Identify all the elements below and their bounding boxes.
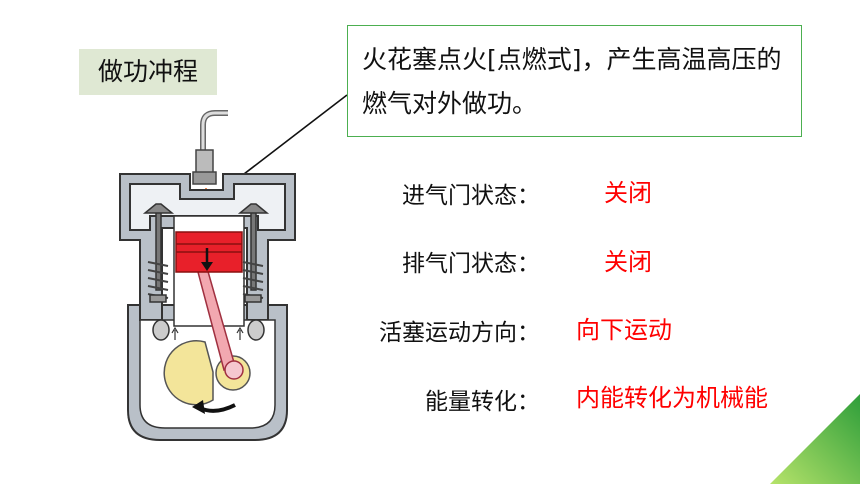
callout-box: 火花塞点火[点燃式]，产生高温高压的燃气对外做功。 [347,25,802,137]
row-label-intake: 进气门状态： [402,183,540,209]
row-value-exhaust: 关闭 [604,248,652,276]
arrow-down-icon [201,248,213,271]
row-label-piston-direction: 活塞运动方向： [379,320,540,346]
row-label-energy-conversion: 能量转化： [425,389,540,415]
row-value-intake: 关闭 [604,179,652,207]
row-value-piston-direction: 向下运动 [576,316,672,344]
cam-gear [163,340,214,406]
exhaust-valve [237,203,270,341]
rotation-arrow-icon [171,326,179,340]
spark-plug-icon [192,110,228,185]
row-value-energy-conversion: 内能转化为机械能 [576,384,768,412]
stroke-title: 做功冲程 [79,49,217,95]
rotation-arrow-icon [192,400,236,414]
corner-decoration [770,394,860,484]
row-label-exhaust: 排气门状态： [402,251,540,277]
rotation-arrow-icon [236,326,244,340]
intake-valve [142,203,175,341]
